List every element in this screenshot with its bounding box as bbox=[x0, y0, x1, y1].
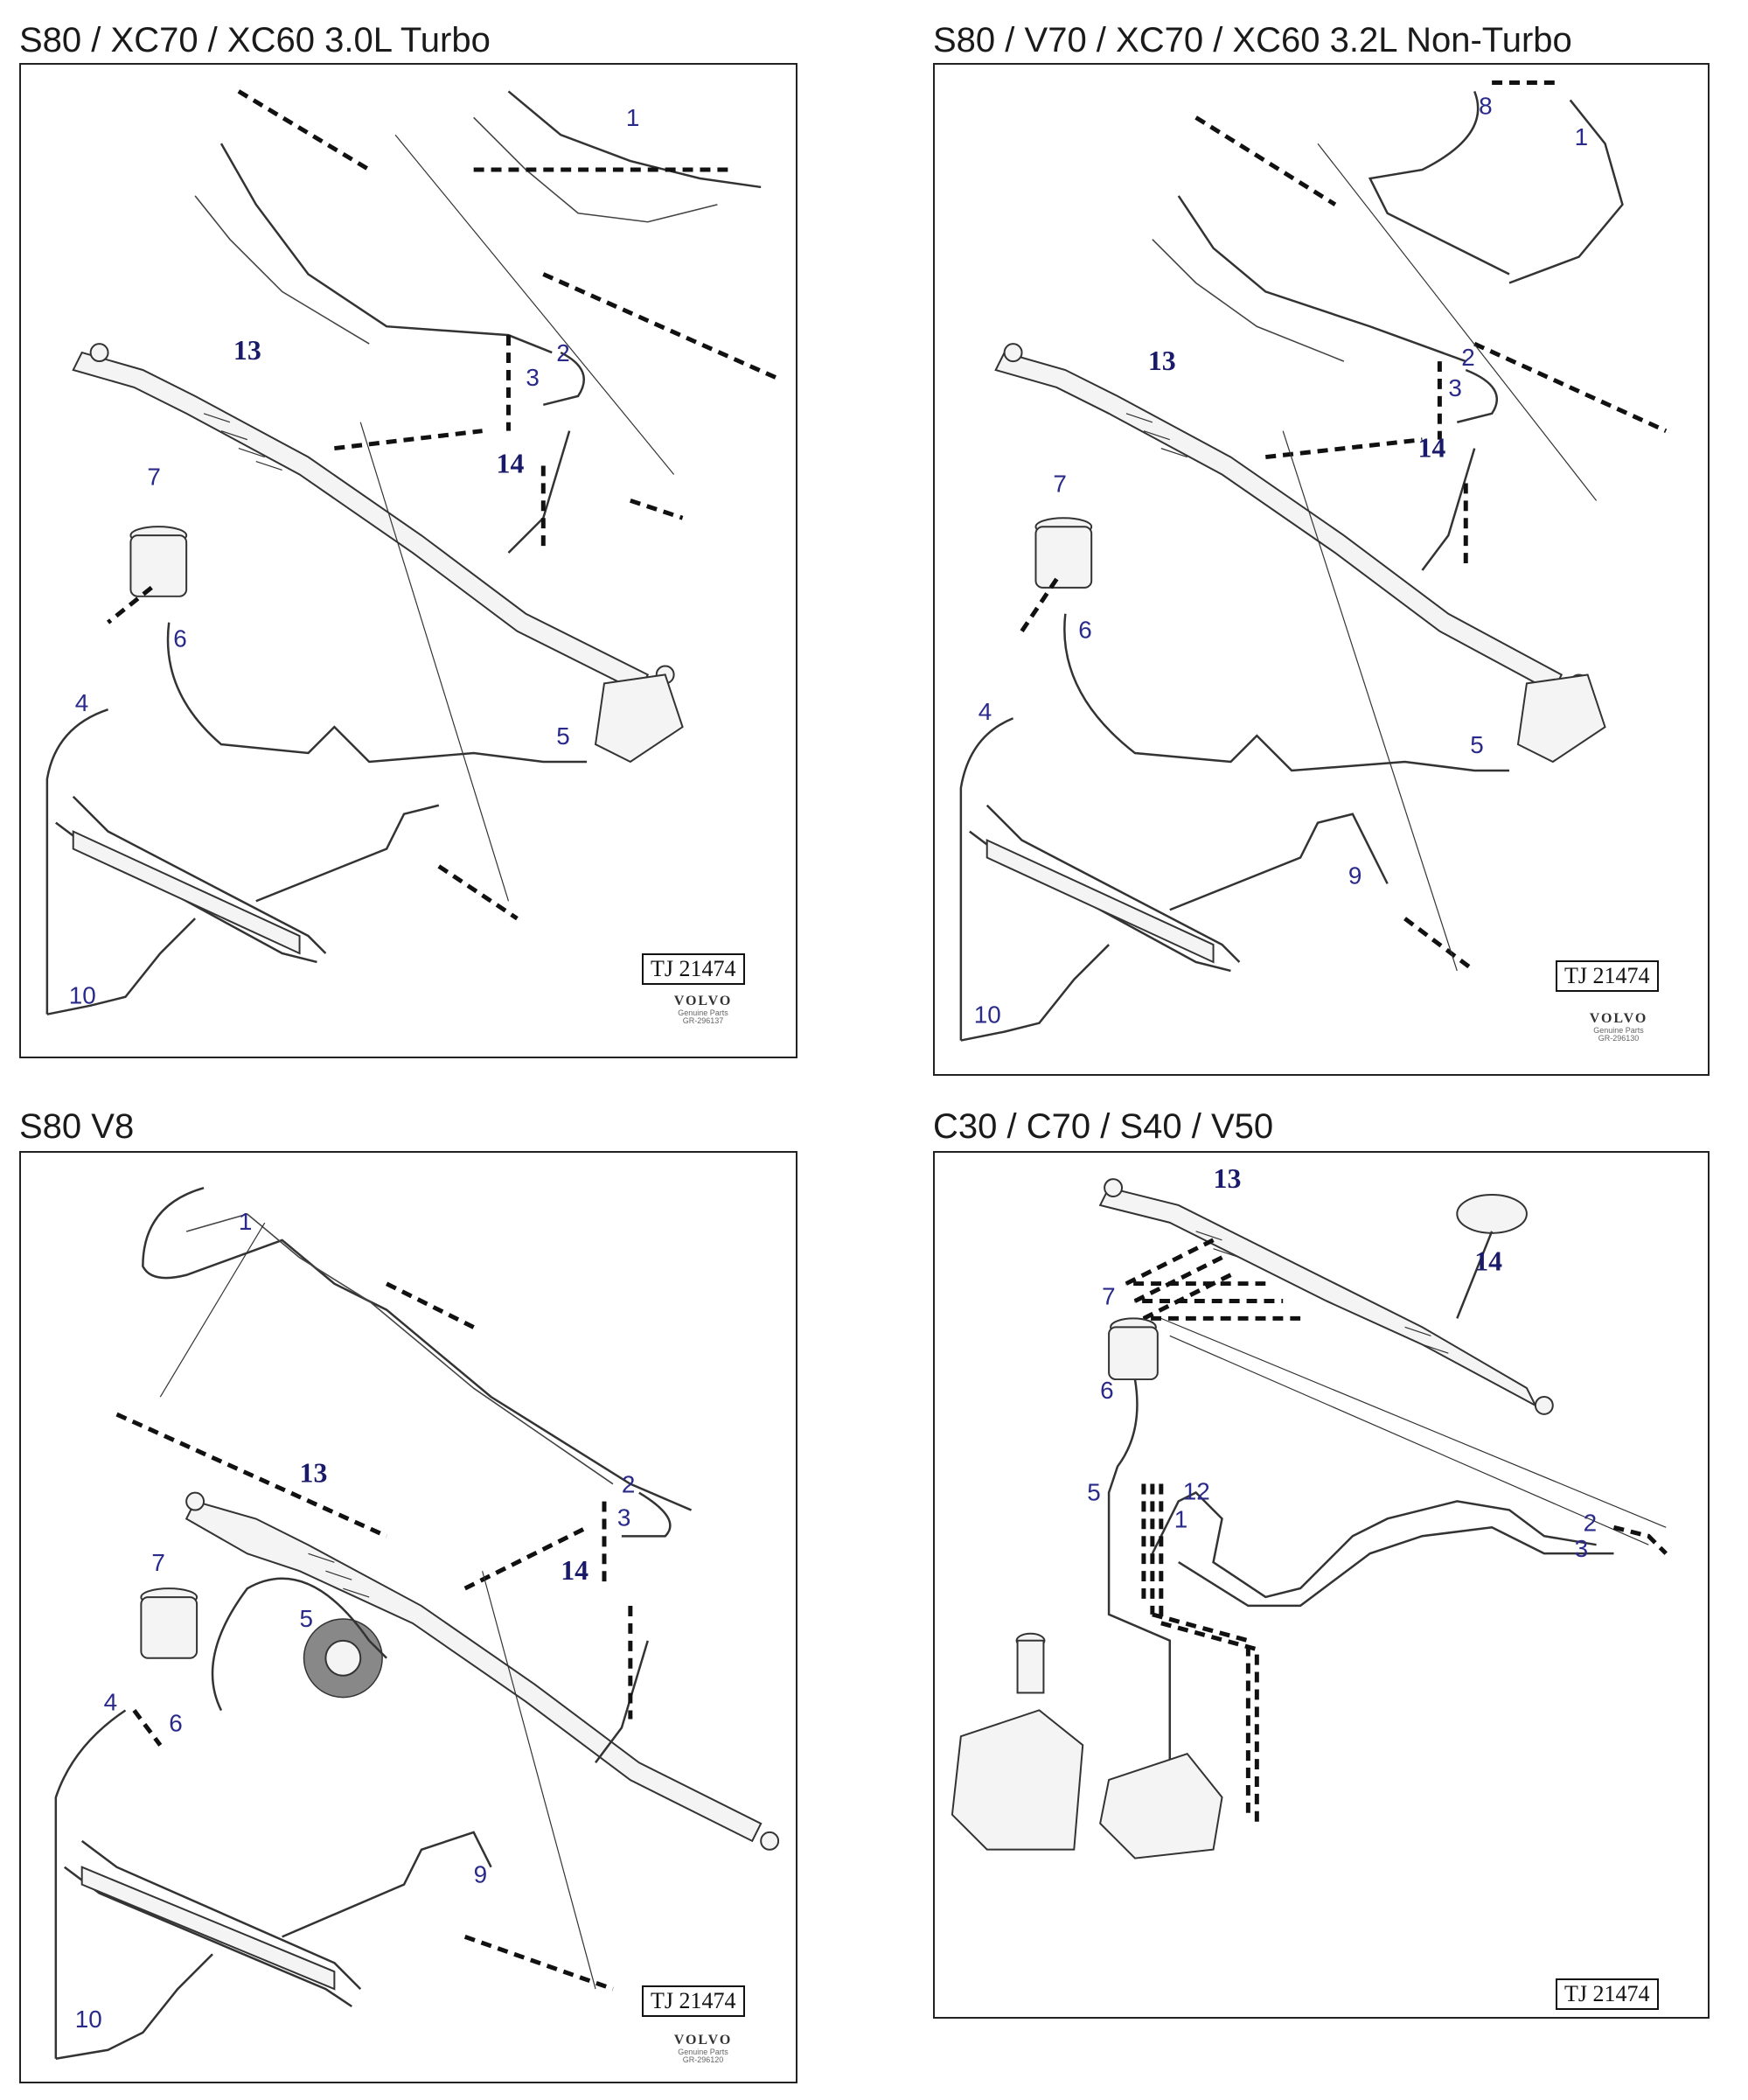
callout-13: 13 bbox=[300, 1458, 328, 1489]
drawing-number: GR-296120 bbox=[682, 2055, 724, 2065]
brand-sub: Genuine Parts bbox=[678, 1008, 728, 1017]
callout-5: 5 bbox=[556, 722, 570, 750]
brand-sub: Genuine Parts bbox=[678, 2047, 728, 2056]
steering-diagram-v8: 1 2 3 4 5 6 7 9 10 13 14 bbox=[54, 1187, 780, 2060]
callout-9: 9 bbox=[474, 1861, 488, 1888]
callout-14: 14 bbox=[497, 448, 525, 478]
drawing-number: GR-296130 bbox=[1598, 1034, 1640, 1043]
callout-14: 14 bbox=[561, 1555, 588, 1586]
ref-box-v8: TJ 21474 bbox=[642, 1985, 745, 2017]
diagram-panel-non-turbo: 1 2 3 4 5 6 7 8 9 10 13 14 TJ 21474 VOLV… bbox=[933, 63, 1710, 1076]
callout-4: 4 bbox=[104, 1689, 118, 1716]
callout-2: 2 bbox=[1584, 1509, 1598, 1536]
steering-diagram-turbo: 1 2 3 4 5 6 7 10 13 14 bbox=[45, 89, 780, 1015]
callout-7: 7 bbox=[1053, 470, 1066, 497]
callout-14: 14 bbox=[1474, 1246, 1502, 1277]
callout-7: 7 bbox=[151, 1549, 165, 1576]
callout-8: 8 bbox=[1479, 92, 1493, 119]
diagram-panel-v8: 1 2 3 4 5 6 7 9 10 13 14 TJ 21474 VOLVO … bbox=[19, 1151, 797, 2083]
brand-name: VOLVO bbox=[673, 2033, 733, 2048]
panel-title-v8: S80 V8 bbox=[19, 1107, 135, 1146]
callout-1: 1 bbox=[1575, 123, 1589, 150]
steering-diagram-c30: 2 3 5 6 7 12 1 13 14 bbox=[951, 1163, 1668, 1859]
callout-3: 3 bbox=[526, 364, 540, 391]
brand-sub: Genuine Parts bbox=[1593, 1025, 1644, 1035]
callout-10: 10 bbox=[974, 1001, 1001, 1029]
callout-5: 5 bbox=[1087, 1478, 1101, 1505]
callout-12: 12 bbox=[1183, 1477, 1210, 1504]
callout-6: 6 bbox=[1100, 1377, 1114, 1404]
callout-10: 10 bbox=[69, 982, 96, 1009]
callout-13: 13 bbox=[1214, 1163, 1242, 1194]
ref-box-turbo: TJ 21474 bbox=[642, 953, 745, 985]
callout-2: 2 bbox=[556, 339, 570, 366]
callout-13: 13 bbox=[233, 335, 261, 366]
callout-4: 4 bbox=[75, 689, 89, 716]
callout-13: 13 bbox=[1148, 345, 1176, 376]
callout-6: 6 bbox=[1078, 617, 1092, 644]
diagram-panel-c30: 2 3 5 6 7 12 1 13 14 TJ 21474 bbox=[933, 1151, 1710, 2019]
callout-4: 4 bbox=[978, 698, 992, 725]
callout-3: 3 bbox=[617, 1503, 631, 1531]
diagram-panel-turbo: 1 2 3 4 5 6 7 10 13 14 TJ 21474 VOLVO Ge… bbox=[19, 63, 797, 1058]
ref-box-c30: TJ 21474 bbox=[1556, 1978, 1659, 2010]
callout-1: 1 bbox=[626, 104, 640, 131]
callout-6: 6 bbox=[169, 1709, 183, 1736]
callout-2: 2 bbox=[622, 1471, 636, 1498]
brand-name: VOLVO bbox=[673, 994, 733, 1008]
callout-3: 3 bbox=[1448, 374, 1462, 401]
ref-box-non-turbo: TJ 21474 bbox=[1556, 960, 1659, 992]
callout-14: 14 bbox=[1418, 433, 1446, 464]
callout-3: 3 bbox=[1575, 1535, 1589, 1562]
callout-6: 6 bbox=[173, 625, 187, 652]
drawing-number: GR-296137 bbox=[682, 1016, 724, 1026]
callout-1: 1 bbox=[239, 1208, 253, 1235]
brand-turbo: VOLVO Genuine Parts GR-296137 bbox=[651, 994, 756, 1026]
callout-7: 7 bbox=[1102, 1282, 1116, 1309]
callout-1: 1 bbox=[1174, 1505, 1188, 1532]
brand-name: VOLVO bbox=[1589, 1011, 1648, 1026]
callout-9: 9 bbox=[1348, 862, 1362, 889]
callout-5: 5 bbox=[300, 1605, 314, 1632]
brand-v8: VOLVO Genuine Parts GR-296120 bbox=[651, 2033, 756, 2065]
panel-title-turbo: S80 / XC70 / XC60 3.0L Turbo bbox=[19, 21, 491, 59]
callout-2: 2 bbox=[1461, 344, 1475, 371]
panel-title-c30: C30 / C70 / S40 / V50 bbox=[933, 1107, 1274, 1146]
callout-5: 5 bbox=[1470, 731, 1484, 758]
callout-10: 10 bbox=[75, 2006, 102, 2033]
brand-non-turbo: VOLVO Genuine Parts GR-296130 bbox=[1566, 1011, 1671, 1043]
callout-7: 7 bbox=[147, 463, 161, 490]
steering-diagram-non-turbo: 1 2 3 4 5 6 7 8 9 10 13 14 bbox=[959, 80, 1668, 1042]
panel-title-non-turbo: S80 / V70 / XC70 / XC60 3.2L Non-Turbo bbox=[933, 21, 1572, 59]
